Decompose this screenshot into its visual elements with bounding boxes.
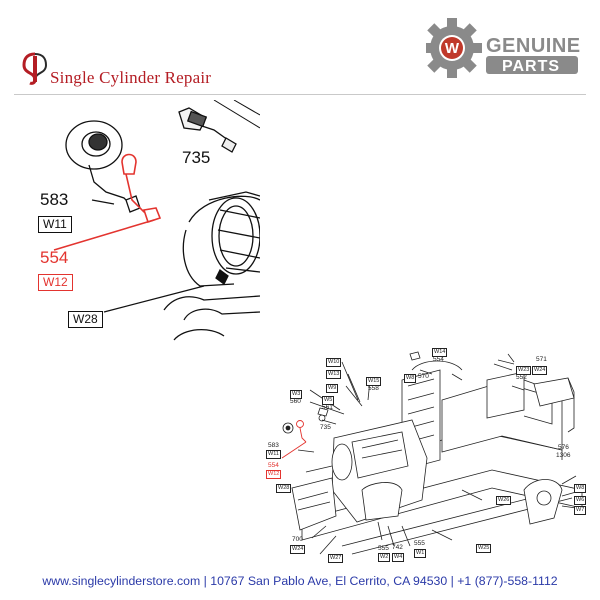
diag-w24a: W24 [532,366,548,375]
wire-box-w28: W28 [68,311,103,328]
header-divider [14,94,586,95]
badge-line1: GENUINE [486,35,581,57]
cap-554-drawing [53,153,162,251]
diag-554a: 554 [433,356,444,363]
diag-735: 735 [320,424,331,431]
diag-576: 576 [558,444,569,451]
badge-letter: W [445,40,460,57]
diag-w27: W27 [328,554,344,563]
diag-w5: W5 [322,396,335,405]
diag-742: 742 [392,544,403,551]
brand-name: Single Cylinder Repair [50,68,212,87]
badge-line2: PARTS [502,58,560,75]
diag-w25: W25 [476,544,492,553]
diag-w26: W26 [496,496,512,505]
diag-w14: W14 [432,348,448,357]
full-assembly-diagram: W10 W14 554 571 W13 W24 W23 W15 W8 570 5… [262,340,592,563]
footer-contact[interactable]: www.singlecylinderstore.com | 10767 San … [42,574,558,588]
diag-w12: W12 [266,470,282,479]
inset-leaders [91,199,205,313]
diag-558: 558 [368,385,379,392]
brand-logo-icon [22,52,48,85]
diag-w7: W7 [574,506,587,515]
gasket-583-drawing [65,120,141,213]
diag-561: 561 [322,404,333,411]
wire-box-w12: W12 [38,274,73,291]
diag-w13: W13 [326,370,342,379]
zoomed-inset: 735 583 W11 554 W12 W28 [14,100,260,344]
diag-w23: W23 [516,366,532,375]
diag-w11: W11 [266,450,281,459]
genuine-parts-badge: W GENUINE PARTS [426,18,581,78]
wire-box-w11: W11 [38,216,72,233]
diag-1306: 1306 [556,452,571,459]
diag-552: 552 [516,374,527,381]
inset-drawing [53,100,260,341]
diag-700: 700 [292,536,303,543]
engine-fragment-drawing [163,191,260,341]
assembly-drawing [281,351,583,555]
part-number-554: 554 [40,248,69,267]
diag-w24b: W24 [290,545,306,554]
diag-w9: W9 [326,384,339,393]
diag-w4: W4 [392,553,405,562]
diag-w6: W6 [574,496,587,505]
diag-w3: W3 [290,390,303,399]
diag-555a: 555 [378,545,389,552]
diag-w28: W28 [276,484,292,493]
highlighted-cap-554 [281,420,307,459]
diag-570: 570 [418,373,429,380]
diag-w10: W10 [326,358,342,367]
diag-583: 583 [268,442,279,449]
diag-w15: W15 [366,377,382,386]
diag-w8b: W8 [574,484,587,493]
diag-w1: W1 [414,549,427,558]
sensor-735-drawing [178,100,260,153]
diag-w8a: W8 [404,374,417,383]
part-number-583: 583 [40,190,69,209]
diag-w2: W2 [378,553,391,562]
gear-icon: W [426,18,482,78]
diag-555b: 555 [414,540,425,547]
diag-571: 571 [536,356,547,363]
part-number-735: 735 [182,148,211,167]
diag-554b: 554 [268,462,279,469]
diag-560: 560 [290,398,301,405]
